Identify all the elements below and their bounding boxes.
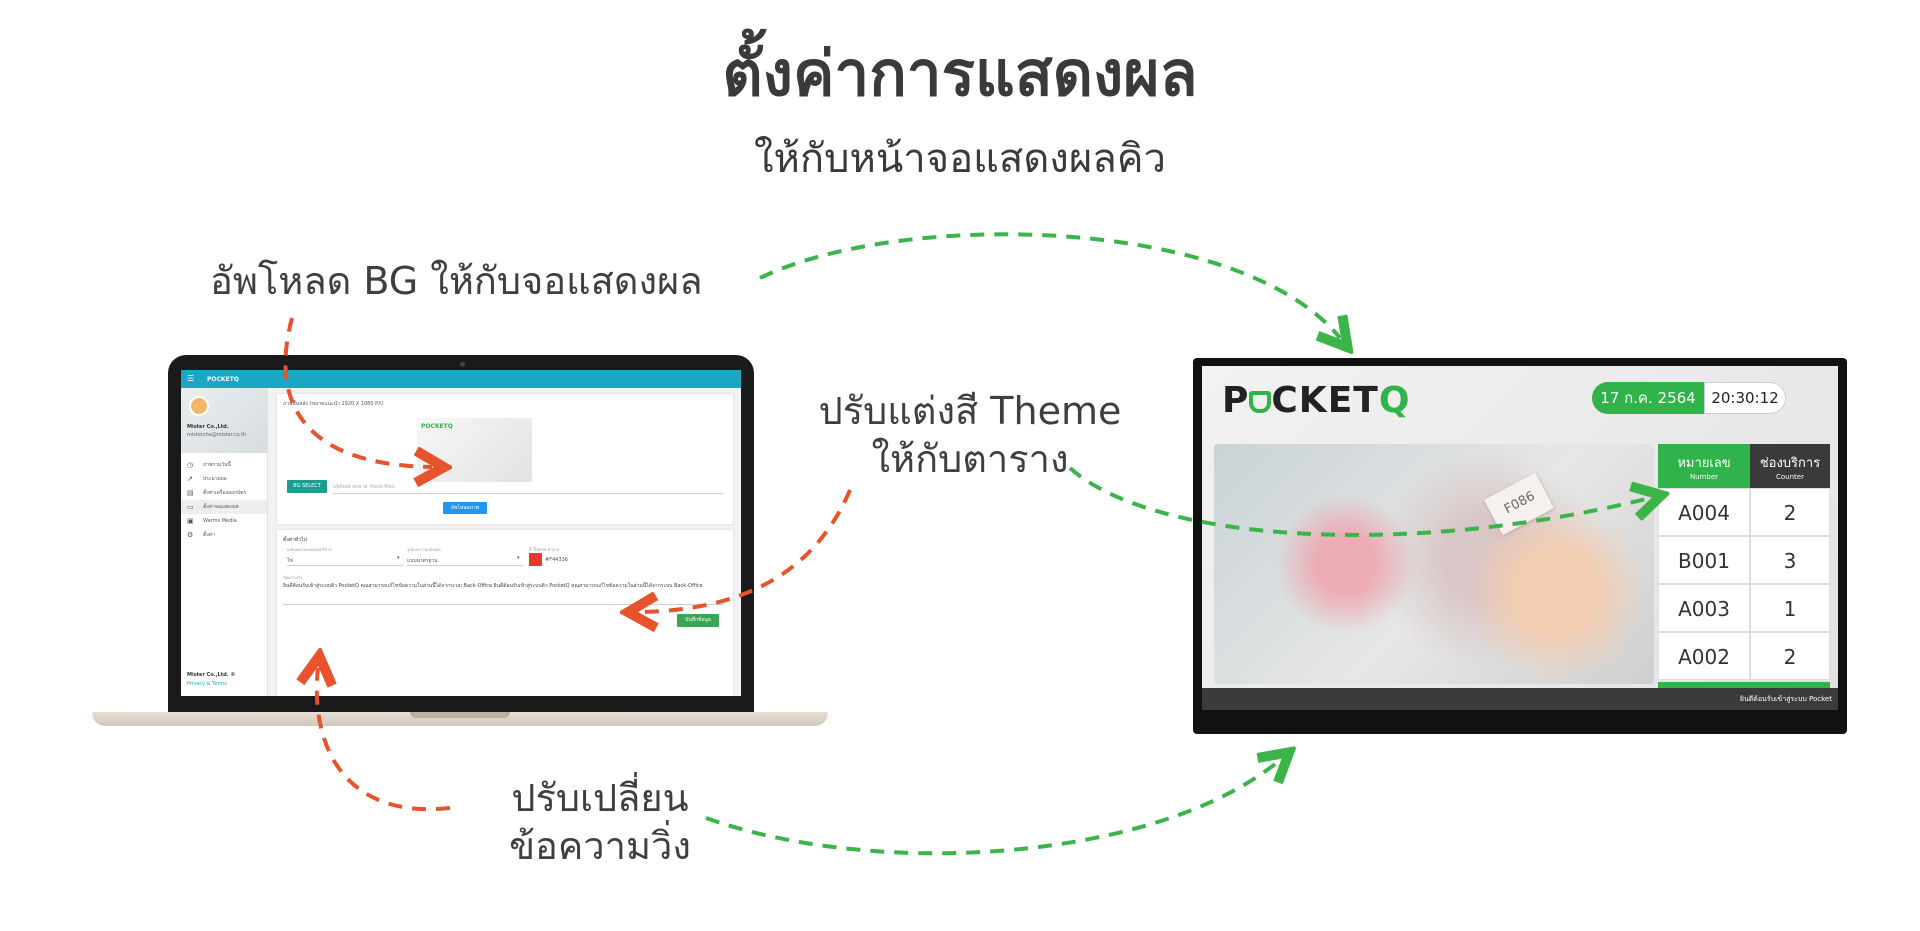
callout-marquee: ปรับเปลี่ยน ข้อความวิ่ง xyxy=(460,775,740,870)
gear-icon: ⚙ xyxy=(187,531,194,539)
arrow-marquee-callout-to-laptop xyxy=(317,668,451,812)
file-input[interactable]: Upload one or more files xyxy=(333,484,395,490)
col-number-title: หมายเลข xyxy=(1677,456,1731,471)
bg-select-button[interactable]: BG SELECT xyxy=(287,480,327,493)
table-cell-counter: 1 xyxy=(1750,584,1830,632)
media-icon: ▣ xyxy=(187,517,194,525)
logo-text: P xyxy=(1222,380,1250,421)
app-brand: POCKETQ xyxy=(207,376,239,383)
field-layout-underline xyxy=(407,565,523,566)
callout-marquee-line2: ข้อความวิ่ง xyxy=(509,823,691,868)
callout-theme-line1: ปรับแต่งสี Theme xyxy=(818,389,1122,433)
app-sidebar: Mister Co.,Ltd. mistercha@mister.co.th ◷… xyxy=(181,388,268,696)
sidebar-header: Mister Co.,Ltd. mistercha@mister.co.th xyxy=(181,388,267,453)
laptop-base xyxy=(92,712,828,726)
hamburger-icon[interactable]: ☰ xyxy=(187,374,195,383)
col-counter-subtitle: Counter xyxy=(1776,473,1804,481)
sidebar-item-label: ตั้งค่า xyxy=(203,532,215,538)
display-date: 17 ก.ค. 2564 xyxy=(1592,382,1704,414)
field-counter-select[interactable]: ใช่ xyxy=(287,558,293,564)
chevron-down-icon: ▾ xyxy=(397,555,400,561)
sidebar-item-display[interactable]: ▭ ตั้งค่าจอแสดงผล xyxy=(181,500,267,514)
privacy-terms-link[interactable]: Privacy & Terms xyxy=(187,681,227,687)
marquee-textarea[interactable]: ยินดีต้อนรับเข้าสู่ระบบคิว PocketQ คุณสา… xyxy=(283,583,703,589)
field-counter-underline xyxy=(287,565,403,566)
col-counter-header: ช่องบริการ Counter xyxy=(1750,444,1830,488)
avatar xyxy=(189,396,209,416)
display-time: 20:30:12 xyxy=(1704,382,1786,414)
background-photo xyxy=(1214,444,1654,684)
pocketq-logo: P CKETQ xyxy=(1222,380,1410,421)
logo-shield-icon xyxy=(1249,391,1272,413)
sidebar-item-label: ภาพรวมวันนี้ xyxy=(203,462,231,468)
sidebar-email: mistercha@mister.co.th xyxy=(187,432,247,438)
sidebar-item-printer[interactable]: ▤ ตั้งค่าเครื่องออกบัตร xyxy=(181,486,267,500)
table-cell-number: A002 xyxy=(1658,632,1750,680)
monitor-icon: ▭ xyxy=(187,503,194,511)
field-counter-label: แสดงหมายเลขช่องบริการ xyxy=(287,547,332,552)
theme-color-swatch[interactable] xyxy=(529,553,542,566)
table-cell-number: A003 xyxy=(1658,584,1750,632)
marquee-label: ข้อความวิ่ง xyxy=(283,575,303,580)
arrow-marquee-callout-to-monitor xyxy=(705,760,1280,856)
table-cell-counter: 2 xyxy=(1750,488,1830,536)
sidebar-item-overview[interactable]: ◷ ภาพรวมวันนี้ xyxy=(181,458,267,472)
sidebar-item-label: ตั้งค่าเครื่องออกบัตร xyxy=(203,490,247,496)
sidebar-item-settings[interactable]: ⚙ ตั้งค่า xyxy=(181,528,267,542)
arrow-theme-callout-to-table xyxy=(1068,466,1650,537)
col-counter-title: ช่องบริการ xyxy=(1759,456,1821,471)
app-topbar: ☰ POCKETQ xyxy=(181,370,741,388)
table-cell-counter: 2 xyxy=(1750,632,1830,680)
theme-color-label: สี Theme ตาราง xyxy=(529,547,559,552)
printer-icon: ▤ xyxy=(187,489,194,497)
sidebar-item-label: ประมวลผล xyxy=(203,476,227,482)
table-cell-number: B001 xyxy=(1658,536,1750,584)
preview-logo: POCKETQ xyxy=(421,423,453,430)
bg-size-hint: ภาพพื้นหลัง (ขนาดแนะนำ 1920 X 1080 PX) xyxy=(283,401,384,407)
callout-upload-bg: อัพโหลด BG ให้กับจอแสดงผล xyxy=(210,259,703,303)
callout-theme: ปรับแต่งสี Theme ให้กับตาราง xyxy=(800,388,1140,483)
laptop-camera xyxy=(460,362,465,367)
page-title: ตั้งค่าการแสดงผล xyxy=(722,37,1198,110)
bg-upload-card: ภาพพื้นหลัง (ขนาดแนะนำ 1920 X 1080 PX) P… xyxy=(277,394,733,524)
col-number-subtitle: Number xyxy=(1689,473,1719,481)
callout-theme-line2: ให้กับตาราง xyxy=(871,436,1069,481)
ticker-text: ยินดีต้อนรับเข้าสู่ระบบ Pocket xyxy=(1739,695,1832,703)
sidebar-item-media[interactable]: ▣ Warms Media xyxy=(181,514,267,528)
clock-icon: ◷ xyxy=(187,461,194,469)
table-cell-number: A004 xyxy=(1658,488,1750,536)
marquee-ticker: ยินดีต้อนรับเข้าสู่ระบบ Pocket xyxy=(1202,688,1838,710)
file-input-underline xyxy=(333,493,723,494)
chevron-down-icon: ▾ xyxy=(517,555,520,561)
sidebar-org-name: Mister Co.,Ltd. xyxy=(187,424,229,430)
logo-text: Q xyxy=(1378,380,1411,421)
table-bottom-bar xyxy=(1658,682,1830,688)
arrow-bg-callout-to-laptop xyxy=(283,317,432,467)
sidebar-item-label: Warms Media xyxy=(203,518,237,524)
theme-color-value[interactable]: #F44336 xyxy=(545,557,568,563)
sidebar-item-reports[interactable]: ↗ ประมวลผล xyxy=(181,472,267,486)
col-number-header: หมายเลข Number xyxy=(1658,444,1750,488)
field-layout-label: รูปแบบการแสดงผล xyxy=(407,547,441,552)
field-layout-select[interactable]: แบบมาตรฐาน xyxy=(407,558,438,564)
upload-image-button[interactable]: อัพโหลดภาพ xyxy=(443,502,487,514)
page-subtitle: ให้กับหน้าจอแสดงผลคิว xyxy=(753,136,1166,182)
arrow-bg-to-monitor xyxy=(759,232,1340,338)
marquee-underline xyxy=(283,604,723,605)
save-button[interactable]: บันทึกข้อมูล xyxy=(677,614,719,627)
sidebar-footer-org: Mister Co.,Ltd. © xyxy=(187,672,236,678)
table-cell-counter: 3 xyxy=(1750,536,1830,584)
callout-marquee-line1: ปรับเปลี่ยน xyxy=(511,776,689,820)
settings-section-title: ตั้งค่าทั่วไป xyxy=(283,537,307,543)
logo-text: CKET xyxy=(1271,380,1379,421)
arrow-theme-callout-to-swatch xyxy=(640,489,852,612)
laptop-notch xyxy=(410,712,510,718)
chart-line-icon: ↗ xyxy=(187,475,193,483)
sidebar-item-label: ตั้งค่าจอแสดงผล xyxy=(203,504,239,510)
